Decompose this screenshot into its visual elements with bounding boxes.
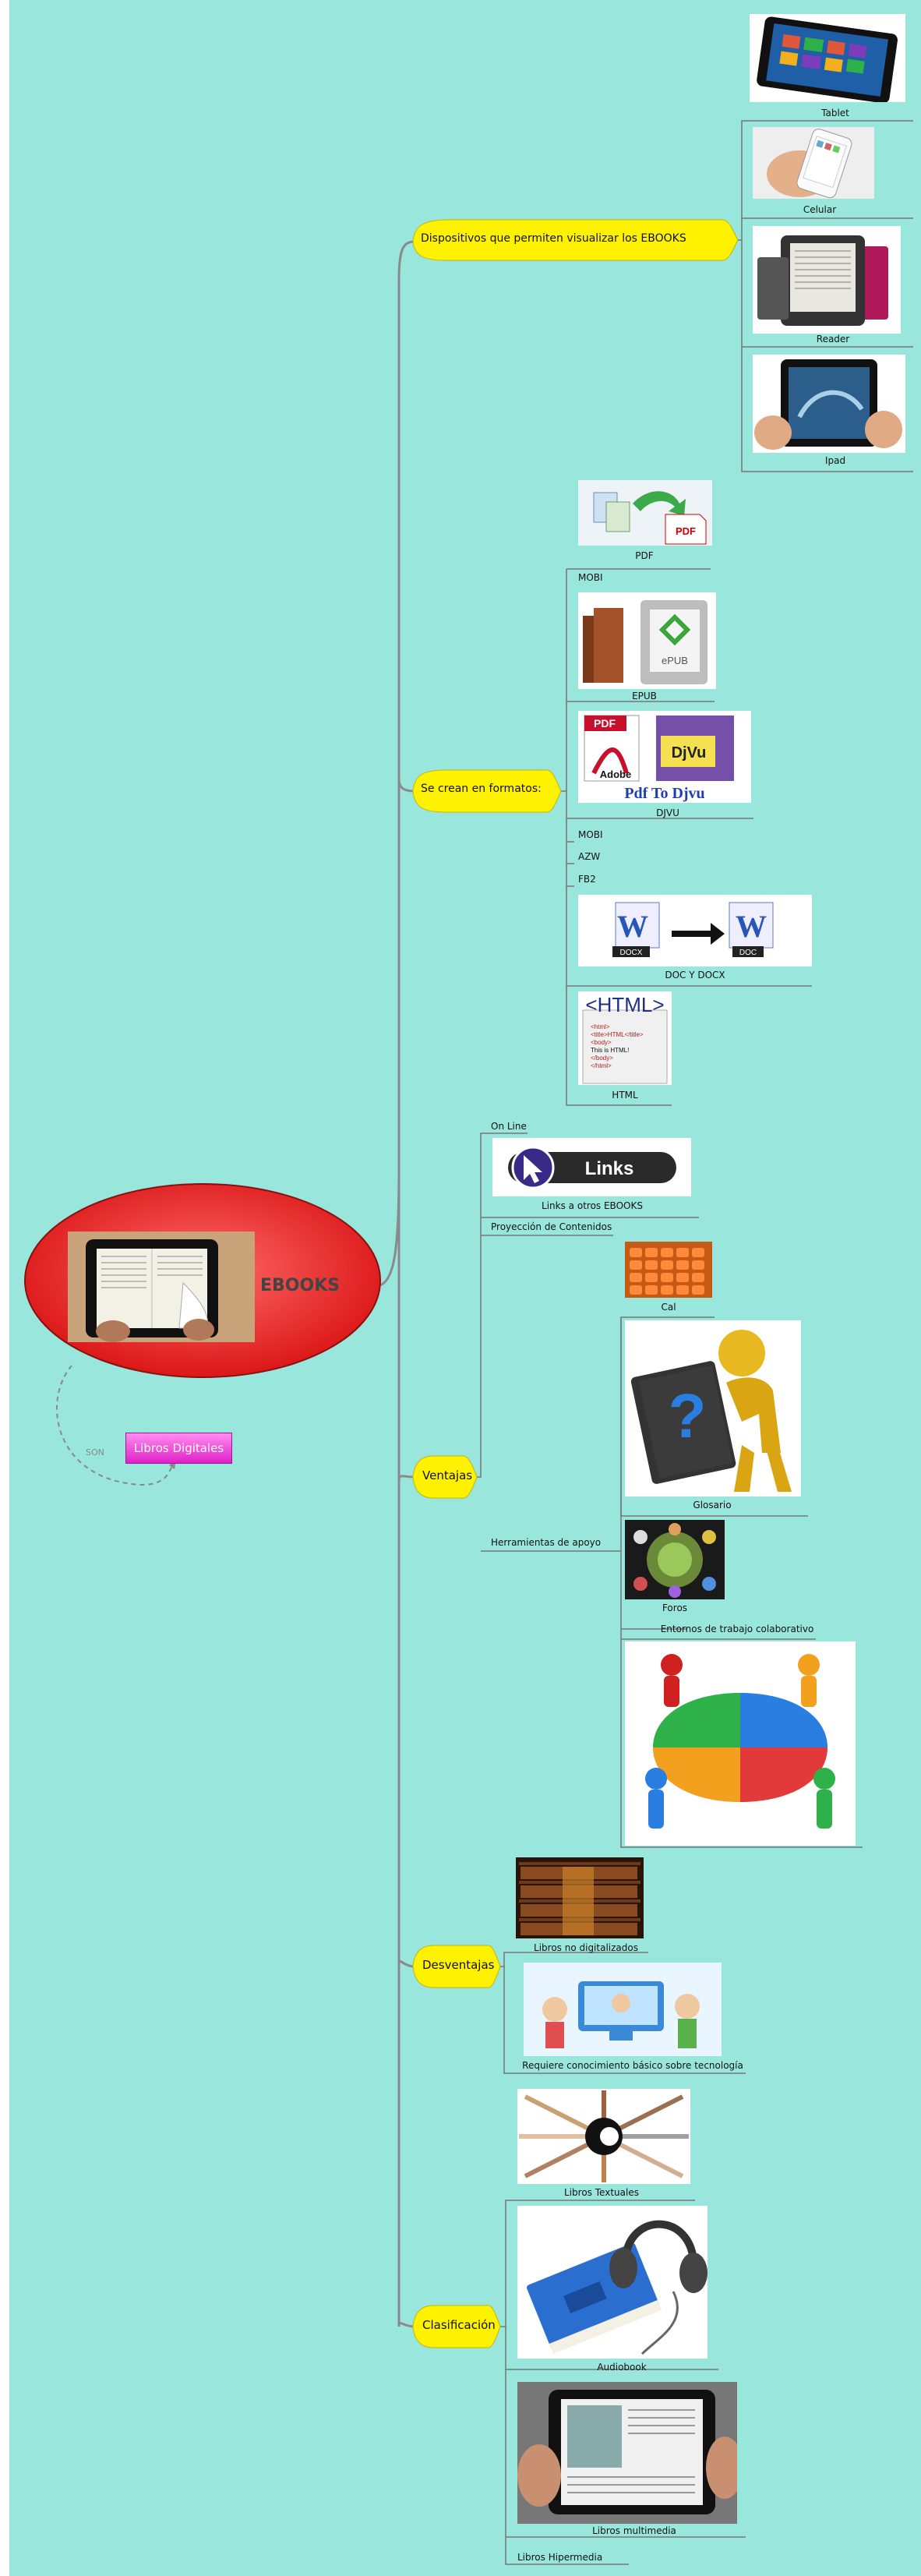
herramienta-item-foros[interactable]: Foros — [662, 1602, 688, 1613]
textual-books-image — [517, 2089, 690, 2184]
epub-image: ePUB — [578, 592, 716, 689]
herramienta-item-glosario[interactable]: Glosario — [693, 1500, 732, 1511]
svg-text:?: ? — [669, 1381, 707, 1451]
format-item-djvu[interactable]: DJVU — [656, 807, 679, 818]
calculator-image — [625, 1242, 712, 1298]
connectors — [56, 120, 913, 2565]
svg-text:W: W — [617, 909, 648, 944]
root-title: EBOOKS — [260, 1276, 341, 1295]
mindmap-canvas: EBOOKS SON Libros Digitales Dispositivos… — [9, 0, 921, 2576]
format-item-mobi-2[interactable]: MOBI — [578, 829, 603, 840]
format-item-mobi[interactable]: MOBI — [578, 572, 603, 583]
format-item-pdf[interactable]: PDF — [635, 550, 654, 561]
son-relation-label: SON — [86, 1447, 104, 1458]
html-code-line: This is HTML! — [591, 1047, 629, 1054]
format-item-doc-docx[interactable]: DOC Y DOCX — [665, 970, 725, 981]
device-item-ipad[interactable]: Ipad — [824, 455, 846, 466]
ventaja-item-online[interactable]: On Line — [491, 1121, 527, 1132]
collaboration-image — [625, 1641, 856, 1846]
pdf-image: PDF — [578, 480, 712, 546]
ipad-image — [753, 355, 905, 453]
ventaja-item-herramientas[interactable]: Herramientas de apoyo — [491, 1537, 602, 1548]
reader-image — [753, 226, 901, 334]
root-node[interactable] — [23, 1182, 382, 1380]
doc-label-text: DOC — [739, 949, 757, 957]
floating-topic-libros-digitales[interactable]: Libros Digitales — [125, 1433, 232, 1464]
html-code-line: <title>HTML</title> — [591, 1031, 644, 1038]
pdf-ribbon-text: PDF — [594, 717, 616, 730]
html-code-line: </html> — [591, 1062, 612, 1069]
pdf-badge-text: PDF — [676, 525, 696, 537]
format-item-azw[interactable]: AZW — [578, 851, 601, 862]
epub-logo-text: ePUB — [662, 655, 688, 666]
format-item-epub[interactable]: EPUB — [632, 691, 657, 701]
djvu-image: PDF Adobe DjVu Pdf To Djvu — [578, 711, 751, 803]
branch-clasificacion[interactable]: Clasificación — [422, 2318, 496, 2332]
html-image: <HTML> <html> <title>HTML</title> <body>… — [578, 991, 672, 1085]
branch-dispositivos[interactable]: Dispositivos que permiten visualizar los… — [421, 232, 686, 245]
doc-docx-image: W DOCX W DOC — [578, 895, 812, 966]
html-code-line: <body> — [591, 1039, 612, 1046]
docx-label-text: DOCX — [620, 949, 643, 957]
links-image: Links — [492, 1138, 691, 1196]
audiobook-image — [517, 2206, 708, 2359]
technology-kids-image — [524, 1963, 722, 2056]
html-code-line: </body> — [591, 1055, 613, 1062]
desventaja-item-libros-no-digitalizados[interactable]: Libros no digitalizados — [534, 1942, 638, 1953]
device-item-celular[interactable]: Celular — [803, 204, 837, 215]
ventaja-item-proyeccion[interactable]: Proyección de Contenidos — [491, 1221, 612, 1232]
clasificacion-item-libros-hipermedia[interactable]: Libros Hipermedia — [517, 2552, 603, 2563]
phone-image — [753, 127, 874, 199]
format-item-fb2[interactable]: FB2 — [578, 874, 596, 885]
glossary-image: ? — [625, 1320, 801, 1496]
device-item-reader[interactable]: Reader — [816, 334, 850, 345]
links-button-text: Links — [585, 1158, 634, 1179]
herramienta-item-cal[interactable]: Cal — [661, 1302, 676, 1313]
branch-formatos[interactable]: Se crean en formatos: — [421, 783, 542, 795]
pdf-to-djvu-text: Pdf To Djvu — [624, 785, 704, 802]
tablet-image — [750, 14, 905, 102]
multimedia-books-image — [517, 2382, 737, 2524]
djvu-logo-text: DjVu — [672, 744, 707, 761]
branch-desventajas[interactable]: Desventajas — [422, 1958, 495, 1972]
clasificacion-item-audiobook[interactable]: Audiobook — [597, 2362, 647, 2373]
herramienta-item-entornos[interactable]: Entornos de trabajo colaborativo — [660, 1624, 814, 1634]
html-title-text: <HTML> — [585, 993, 664, 1016]
branch-bubbles — [412, 219, 739, 2348]
forums-image — [625, 1520, 725, 1599]
adobe-text: Adobe — [600, 769, 631, 780]
format-item-html[interactable]: HTML — [612, 1090, 638, 1101]
clasificacion-item-libros-textuales[interactable]: Libros Textuales — [564, 2187, 639, 2198]
branch-ventajas[interactable]: Ventajas — [422, 1468, 473, 1482]
ventaja-item-links[interactable]: Links a otros EBOOKS — [542, 1200, 643, 1211]
son-relation-line — [56, 1365, 174, 1486]
svg-text:W: W — [736, 909, 767, 944]
desventaja-item-conocimiento-tecnologia[interactable]: Requiere conocimiento básico sobre tecno… — [522, 2060, 743, 2071]
clasificacion-item-libros-multimedia[interactable]: Libros multimedia — [592, 2525, 676, 2536]
html-code-line: <html> — [591, 1023, 610, 1030]
library-image — [516, 1857, 644, 1938]
device-item-tablet[interactable]: Tablet — [821, 108, 849, 118]
